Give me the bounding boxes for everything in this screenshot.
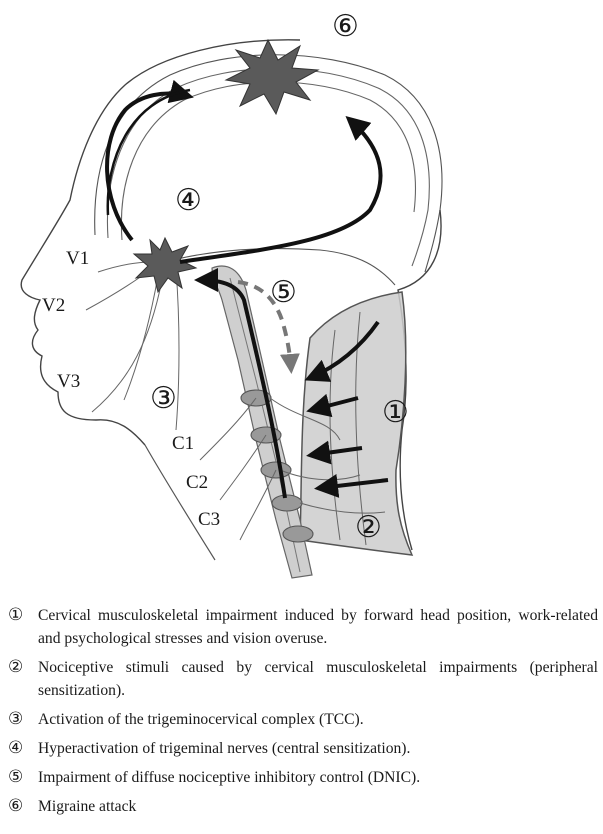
- migraine-pathway-diagram: ⑥ ④ ⑤ ③ ① ② V1 V2 V3 C1 C2 C3: [20, 9, 443, 579]
- vertebra-1: [240, 389, 272, 407]
- dnic-dashed-arrow: [237, 280, 300, 374]
- marker-1: ①: [382, 395, 409, 430]
- skull-layer-2: [106, 68, 430, 267]
- legend-marker: ①: [8, 605, 24, 625]
- nerve-v2b: [123, 275, 159, 401]
- label-v3: V3: [57, 371, 80, 392]
- legend-text: Migraine attack: [38, 798, 137, 815]
- label-v2: V2: [42, 295, 65, 316]
- arrow-muscle-4: [314, 473, 389, 498]
- legend-item-6: ⑥ Migraine attack: [8, 795, 598, 818]
- arrow-muscle-3: [306, 440, 363, 465]
- label-c1: C1: [172, 433, 194, 454]
- spinal-cord-line: [229, 277, 301, 573]
- migraine-starburst: [224, 38, 320, 116]
- arrow-back-to-migraine: [179, 116, 383, 264]
- legend-text: Activation of the trigeminocervical comp…: [38, 711, 364, 728]
- legend-text: Hyperactivation of trigeminal nerves (ce…: [38, 740, 411, 757]
- brain-contour: [164, 247, 396, 286]
- nerve-fibre-1: [175, 269, 180, 431]
- nerve-c1: [199, 397, 257, 461]
- marker-3: ③: [150, 381, 177, 416]
- arrow-muscle-2: [306, 393, 359, 418]
- legend-marker: ⑥: [8, 796, 24, 816]
- legend-marker: ④: [8, 738, 24, 758]
- nerve-c3: [239, 469, 277, 541]
- legend-marker: ⑤: [8, 767, 24, 787]
- legend-list: ① Cervical musculoskeletal impairment ind…: [8, 604, 598, 824]
- arrow-spine-to-tcc: [194, 268, 287, 499]
- legend-marker: ②: [8, 657, 24, 677]
- legend-text: Impairment of diffuse nociceptive inhibi…: [38, 769, 421, 786]
- legend-text: Nociceptive stimuli caused by cervical m…: [38, 659, 598, 699]
- label-v1: V1: [66, 248, 89, 269]
- legend-item-5: ⑤ Impairment of diffuse nociceptive inhib…: [8, 766, 598, 789]
- vertebra-4: [271, 494, 303, 512]
- marker-4: ④: [175, 183, 202, 218]
- arrow-front-to-migraine: [105, 79, 194, 242]
- nerve-c1b: [269, 397, 341, 441]
- legend-item-4: ④ Hyperactivation of trigeminal nerves (c…: [8, 737, 598, 760]
- marker-6: ⑥: [332, 9, 359, 44]
- nerve-c3b: [299, 502, 386, 514]
- trigeminal-starburst: [132, 236, 198, 294]
- legend-item-3: ③ Activation of the trigeminocervical com…: [8, 708, 598, 731]
- legend-item-1: ① Cervical musculoskeletal impairment ind…: [8, 604, 598, 650]
- legend-marker: ③: [8, 709, 24, 729]
- label-c2: C2: [186, 472, 208, 493]
- head-outline: [20, 39, 301, 446]
- marker-2: ②: [355, 510, 382, 545]
- neck-muscle-fibre-2: [355, 311, 367, 546]
- nerve-v3: [91, 279, 163, 413]
- nerve-c2: [219, 434, 267, 501]
- arrow-muscle-1: [304, 320, 380, 382]
- vertebra-5: [282, 525, 314, 543]
- skull-layer-3: [120, 81, 417, 241]
- marker-5: ⑤: [270, 275, 297, 310]
- legend-text: Cervical musculoskeletal impairment indu…: [38, 607, 598, 647]
- neck-front-outline: [144, 444, 216, 561]
- neck-muscle-fibre-1: [329, 329, 341, 541]
- arrow-arc-top: [106, 88, 191, 216]
- legend-item-2: ② Nociceptive stimuli caused by cervical …: [8, 656, 598, 702]
- label-c3: C3: [198, 509, 220, 530]
